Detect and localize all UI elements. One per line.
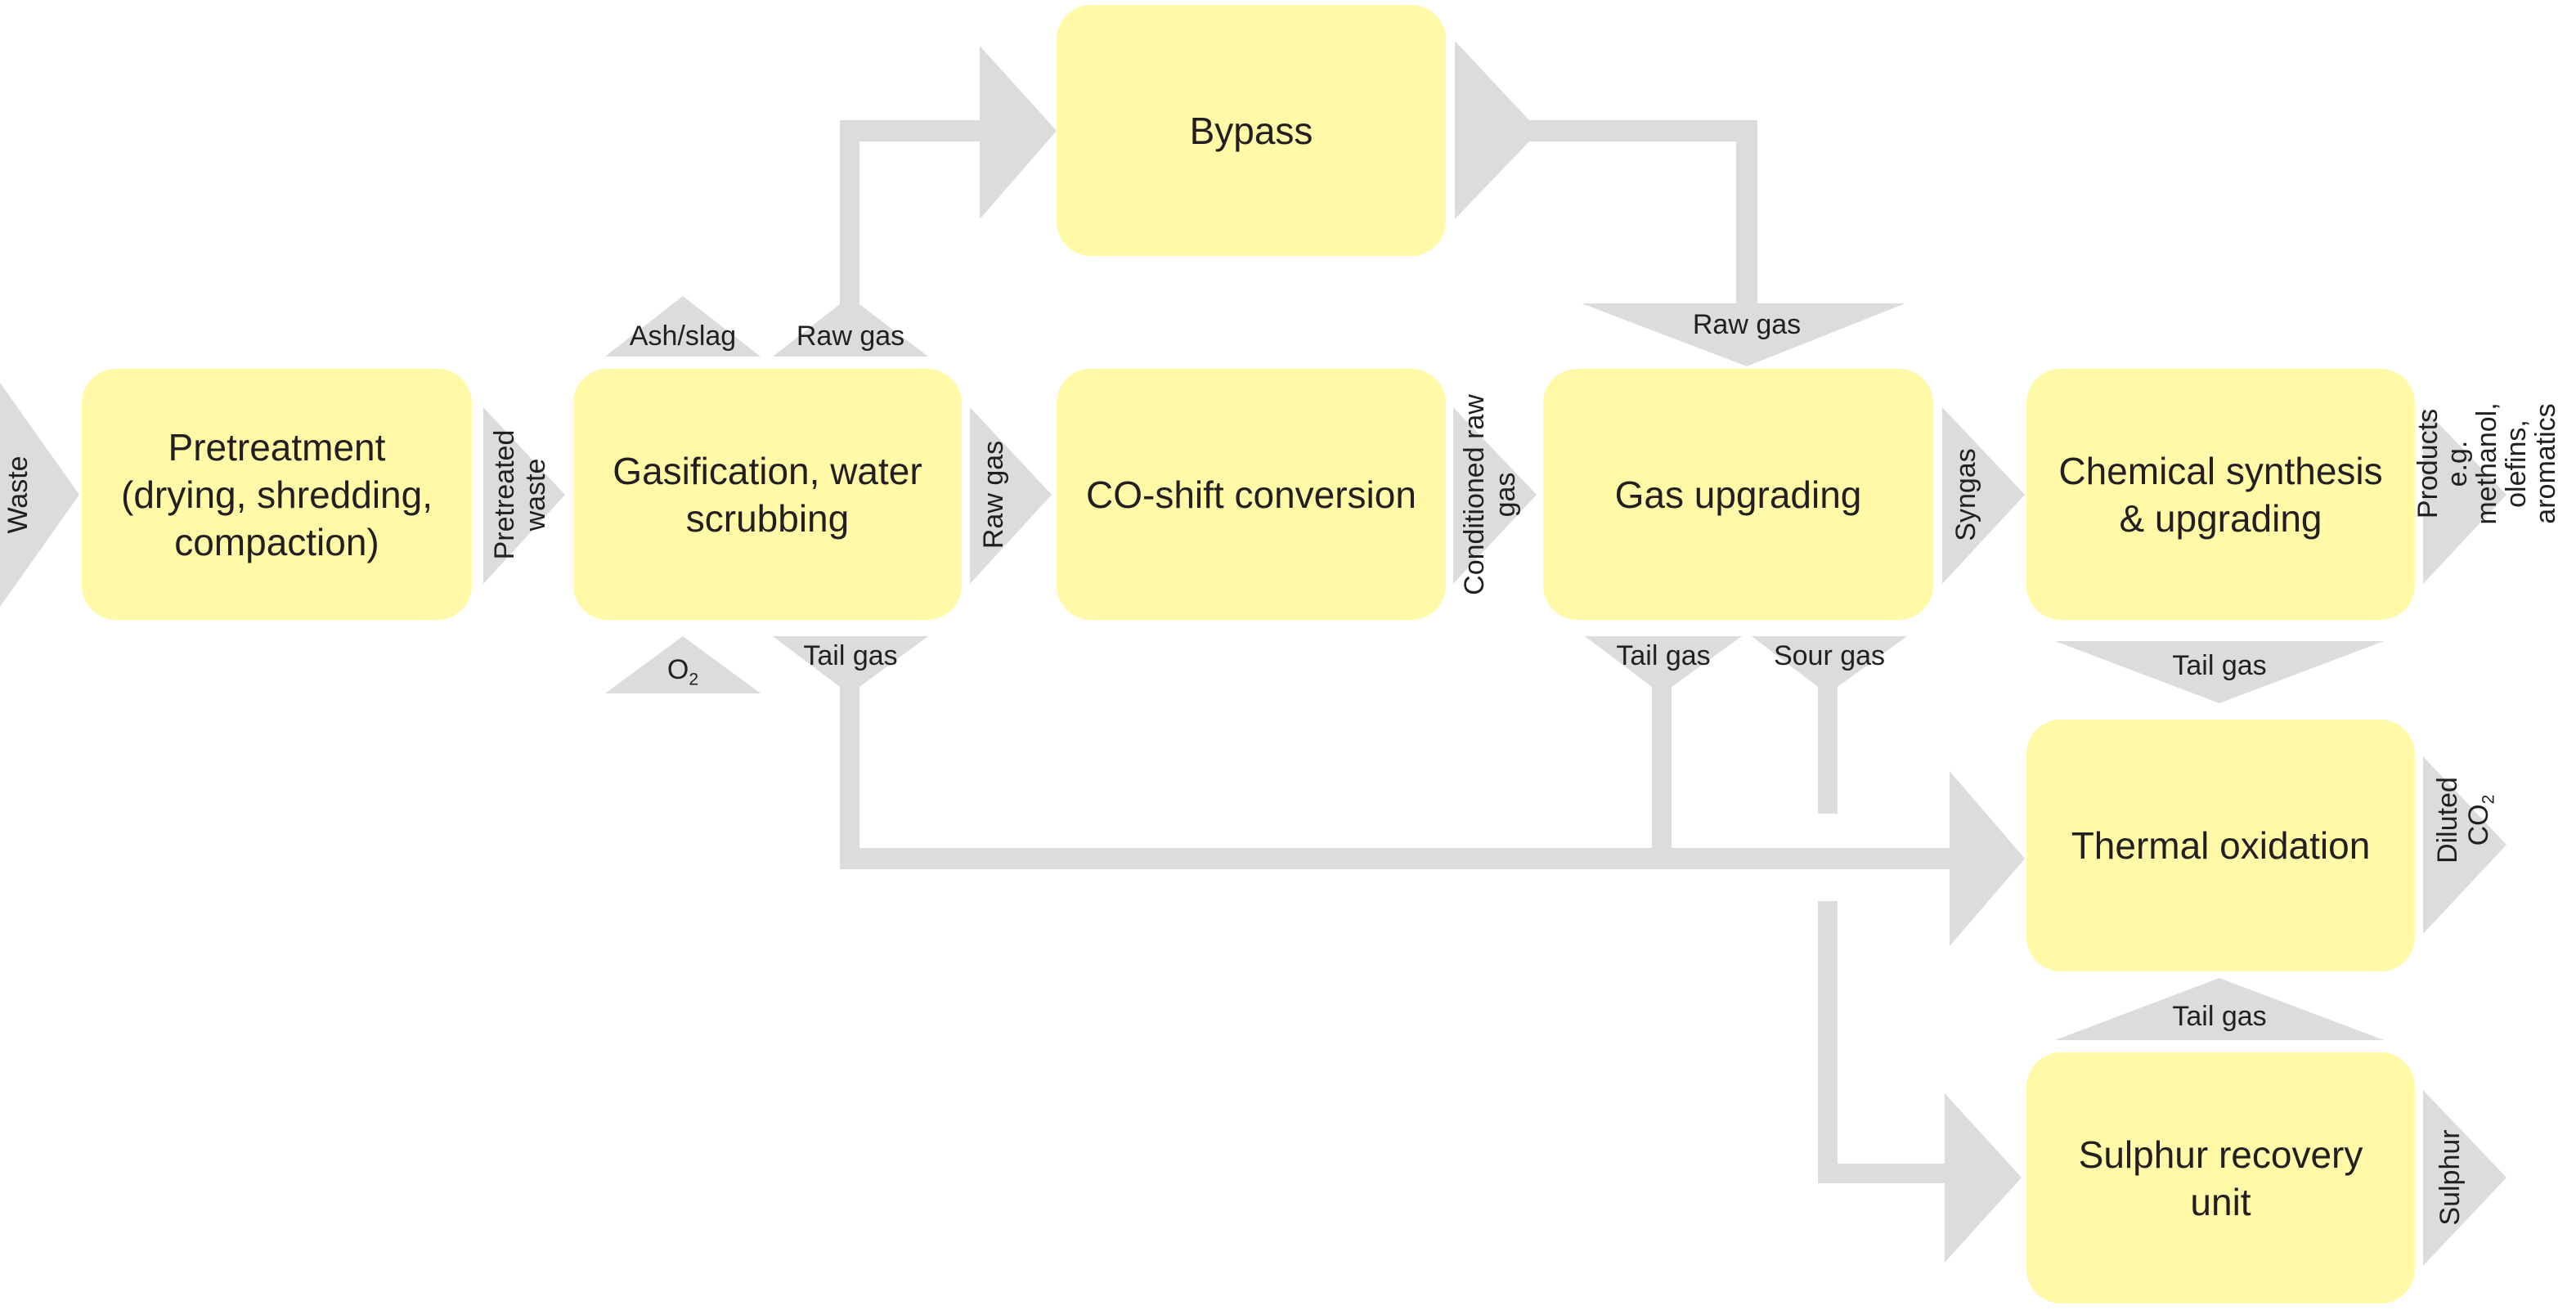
box-gas-upgrading bbox=[1543, 369, 1933, 620]
box-pretreatment bbox=[82, 369, 472, 620]
pipe-tail-gas-gas-upgrading bbox=[1585, 636, 1742, 850]
label-diluted-co2: Diluted CO2 bbox=[2401, 756, 2498, 885]
box-sulphur-recovery bbox=[2026, 1052, 2415, 1303]
label-tail-gas-synthesis: Tail gas bbox=[2172, 650, 2267, 681]
label-waste: Waste bbox=[2, 455, 34, 534]
arrow-waste bbox=[0, 383, 79, 607]
label-raw-gas-from-bypass: Raw gas bbox=[1692, 309, 1802, 340]
label-tail-gas-gasification: Tail gas bbox=[803, 640, 898, 671]
arrow-raw-gas-to-co-shift bbox=[970, 407, 1052, 584]
label-tail-gas-sru: Tail gas bbox=[2172, 1001, 2267, 1032]
label-diluted-co2-main: Diluted CO bbox=[2432, 777, 2494, 864]
arrow-tail-gas-sru bbox=[2055, 978, 2384, 1040]
label-diluted-co2-subscript: 2 bbox=[2479, 794, 2498, 805]
arrow-products bbox=[2423, 407, 2506, 584]
box-chemical-synthesis bbox=[2026, 369, 2415, 620]
label-raw-gas-to-bypass: Raw gas bbox=[796, 321, 905, 352]
label-pretreated-waste: Pretreated waste bbox=[489, 429, 551, 560]
label-products: Products e.g. methanol, olefins, aromati… bbox=[2412, 402, 2561, 525]
label-o2: O2 bbox=[601, 654, 765, 688]
arrow-tail-gas-synthesis bbox=[2055, 641, 2384, 703]
label-raw-gas-to-co-shift: Raw gas bbox=[978, 440, 1009, 550]
box-gasification bbox=[573, 369, 962, 620]
label-tail-gas-gas-upgrading: Tail gas bbox=[1616, 640, 1711, 671]
label-o2-subscript: 2 bbox=[689, 670, 699, 689]
arrow-conditioned-raw-gas bbox=[1453, 407, 1537, 584]
arrow-bypass-to-gas-upgrading bbox=[1455, 41, 1905, 366]
label-sulphur: Sulphur bbox=[2435, 1129, 2466, 1226]
label-syngas: Syngas bbox=[1950, 448, 1981, 541]
arrow-pretreated-waste bbox=[483, 407, 565, 584]
pipe-sour-gas-upper bbox=[1752, 636, 1907, 814]
box-co-shift bbox=[1057, 369, 1446, 620]
arrow-sulphur bbox=[2423, 1090, 2506, 1266]
label-o2-main: O bbox=[666, 654, 689, 685]
arrow-syngas bbox=[1942, 407, 2025, 584]
label-ash-slag: Ash/slag bbox=[629, 321, 737, 352]
arrow-raw-gas-to-bypass bbox=[773, 46, 1057, 357]
label-conditioned-raw-gas: Conditioned raw gas bbox=[1459, 394, 1521, 595]
arrow-diluted-co2 bbox=[2423, 756, 2506, 934]
label-sour-gas: Sour gas bbox=[1773, 640, 1886, 671]
arrow-ash-slag bbox=[605, 296, 761, 357]
pipe-tail-gas-gasification bbox=[773, 636, 2025, 946]
box-bypass bbox=[1057, 5, 1446, 256]
pipe-sour-gas-to-sru bbox=[1818, 901, 2022, 1263]
box-thermal-oxidation bbox=[2026, 720, 2415, 971]
arrow-o2 bbox=[605, 636, 761, 693]
